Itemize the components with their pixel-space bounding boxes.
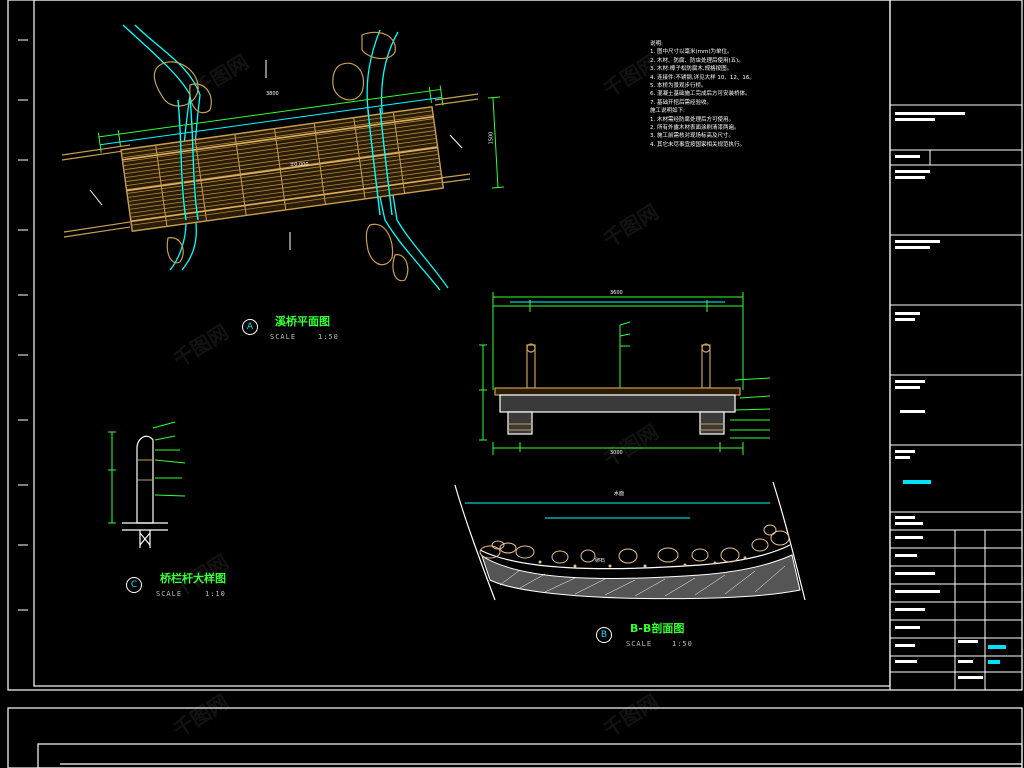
creek-section xyxy=(454,481,806,601)
note-line: 3. 木材:樟子松防腐木,规格按图。 xyxy=(650,66,733,73)
railing-detail xyxy=(108,421,186,548)
note-line: 4. 其它未尽事宜按国家相关规范执行。 xyxy=(650,141,745,148)
section-view-scale-label: SCALE xyxy=(626,640,653,648)
plan-level: ±0.000 xyxy=(290,162,309,168)
note-line: 1. 图中尺寸以毫米(mm)为单位。 xyxy=(650,49,733,56)
section-view xyxy=(479,292,771,455)
note-line: 5. 本桥为景观步行桥。 xyxy=(650,83,707,90)
note-line: 4. 连接件:不锈钢,详见大样 10、12、16。 xyxy=(650,74,755,81)
stream-bed-label: 卵石 xyxy=(595,558,606,564)
title-block-text-bars xyxy=(895,112,983,679)
title-block-highlights xyxy=(903,480,1006,664)
water-surface-label: 水面 xyxy=(614,491,625,497)
section-view-marker: B xyxy=(596,627,612,643)
section-view-title: B-B剖面图 xyxy=(630,622,685,635)
railing-view-title: 桥栏杆大样图 xyxy=(160,572,226,585)
note-line: 1. 木材需经防腐处理后方可使用。 xyxy=(650,116,734,123)
section-dim-top: 3600 xyxy=(610,290,623,296)
design-notes: 说明: 1. 图中尺寸以毫米(mm)为单位。 2. 木材、防腐、防虫处理后使用(… xyxy=(650,40,820,149)
title-block xyxy=(890,104,1022,690)
note-line: 施工说明如下: xyxy=(650,108,685,115)
railing-view-scale-label: SCALE xyxy=(156,590,183,598)
margin-ticks xyxy=(18,39,28,611)
section-view-scale-value: 1:50 xyxy=(672,640,693,648)
plan-dim-top: 3800 xyxy=(266,91,279,97)
railing-view-scale-value: 1:10 xyxy=(205,590,226,598)
plan-view-marker: A xyxy=(242,319,258,335)
plan-view-title: 溪桥平面图 xyxy=(275,315,330,328)
plan-view-scale-value: 1:50 xyxy=(318,333,339,341)
plan-view-scale-label: SCALE xyxy=(270,333,297,341)
railing-view-marker: C xyxy=(126,577,142,593)
sheet-frame xyxy=(7,0,1023,768)
plan-view xyxy=(61,24,505,291)
note-line: 2. 所有外露木材表面涂刷清漆两遍。 xyxy=(650,125,740,132)
note-line: 3. 施工前需核对现场标高及尺寸。 xyxy=(650,133,734,140)
note-line: 6. 混凝土基础施工完成后方可安装桥体。 xyxy=(650,91,751,98)
note-line: 说明: xyxy=(650,41,663,47)
note-line: 7. 基础开挖后需经验收。 xyxy=(650,99,712,106)
section-dim-bottom: 3000 xyxy=(610,450,623,456)
plan-dim-right: 1500 xyxy=(488,131,495,145)
note-line: 2. 木材、防腐、防虫处理后使用(五)。 xyxy=(650,57,744,64)
